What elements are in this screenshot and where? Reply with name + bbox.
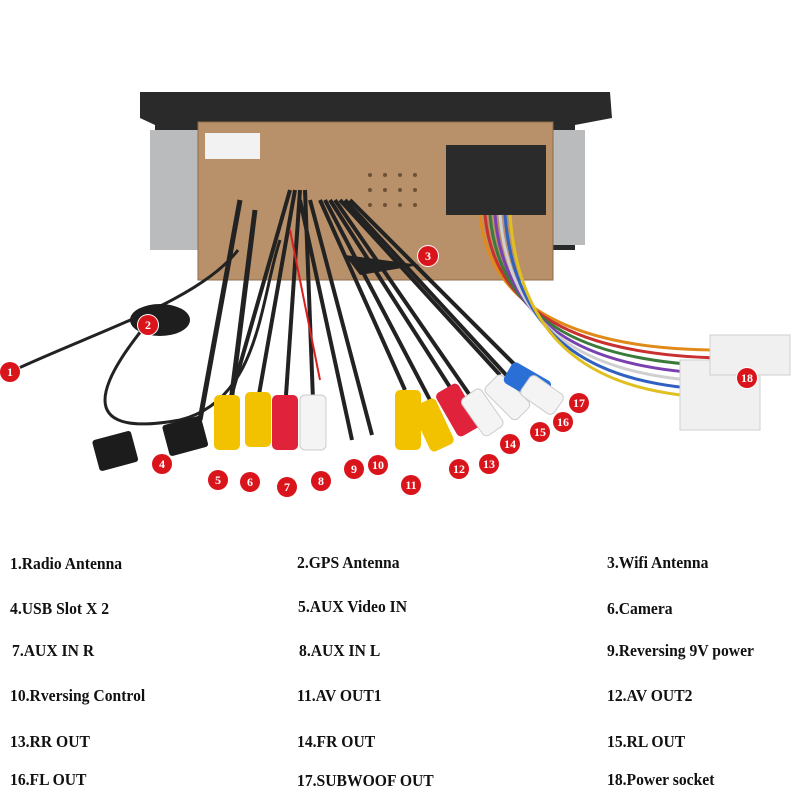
legend-item: 3.Wifi Antenna bbox=[607, 553, 709, 572]
marker-10: 10 bbox=[368, 455, 388, 475]
marker-16: 16 bbox=[553, 412, 573, 432]
marker-18: 18 bbox=[737, 368, 757, 388]
marker-4: 4 bbox=[152, 454, 172, 474]
rca-plugs bbox=[214, 362, 564, 452]
marker-1: 1 bbox=[0, 362, 20, 382]
marker-12: 12 bbox=[449, 459, 469, 479]
legend-item: 7.AUX IN R bbox=[12, 641, 95, 660]
legend-item: 17.SUBWOOF OUT bbox=[297, 771, 434, 790]
legend-item: 10.Rversing Control bbox=[10, 686, 146, 705]
marker-6: 6 bbox=[240, 472, 260, 492]
legend-item: 5.AUX Video IN bbox=[298, 597, 408, 616]
marker-7: 7 bbox=[277, 477, 297, 497]
marker-5: 5 bbox=[208, 470, 228, 490]
gps-antenna-cable bbox=[103, 239, 282, 426]
usb-slot-b bbox=[162, 416, 209, 456]
legend-item: 11.AV OUT1 bbox=[297, 686, 382, 705]
marker-14: 14 bbox=[500, 434, 520, 454]
legend-item: 8.AUX IN L bbox=[299, 641, 381, 660]
legend-item: 18.Power socket bbox=[607, 770, 715, 789]
marker-9: 9 bbox=[344, 459, 364, 479]
marker-11: 11 bbox=[401, 475, 421, 495]
head-unit-photo bbox=[9, 92, 791, 471]
legend-item: 9.Reversing 9V power bbox=[607, 641, 754, 660]
legend-item: 4.USB Slot X 2 bbox=[10, 599, 110, 618]
legend-item: 2.GPS Antenna bbox=[297, 553, 400, 572]
legend-item: 14.FR OUT bbox=[297, 732, 376, 751]
side-bracket-left bbox=[150, 130, 200, 250]
marker-2: 2 bbox=[138, 315, 158, 335]
marker-17: 17 bbox=[569, 393, 589, 413]
legend-item: 15.RL OUT bbox=[607, 732, 686, 751]
legend-item: 1.Radio Antenna bbox=[10, 554, 123, 573]
legend-item: 6.Camera bbox=[607, 599, 673, 618]
marker-13: 13 bbox=[479, 454, 499, 474]
vent-holes bbox=[368, 173, 417, 207]
usb-slot-a bbox=[92, 431, 139, 471]
sticker bbox=[205, 133, 260, 159]
marker-8: 8 bbox=[311, 471, 331, 491]
marker-3: 3 bbox=[418, 246, 438, 266]
power-connector-block bbox=[446, 145, 546, 215]
legend-item: 16.FL OUT bbox=[10, 770, 87, 789]
legend-item: 13.RR OUT bbox=[10, 732, 90, 751]
marker-15: 15 bbox=[530, 422, 550, 442]
legend-item: 12.AV OUT2 bbox=[607, 686, 693, 705]
